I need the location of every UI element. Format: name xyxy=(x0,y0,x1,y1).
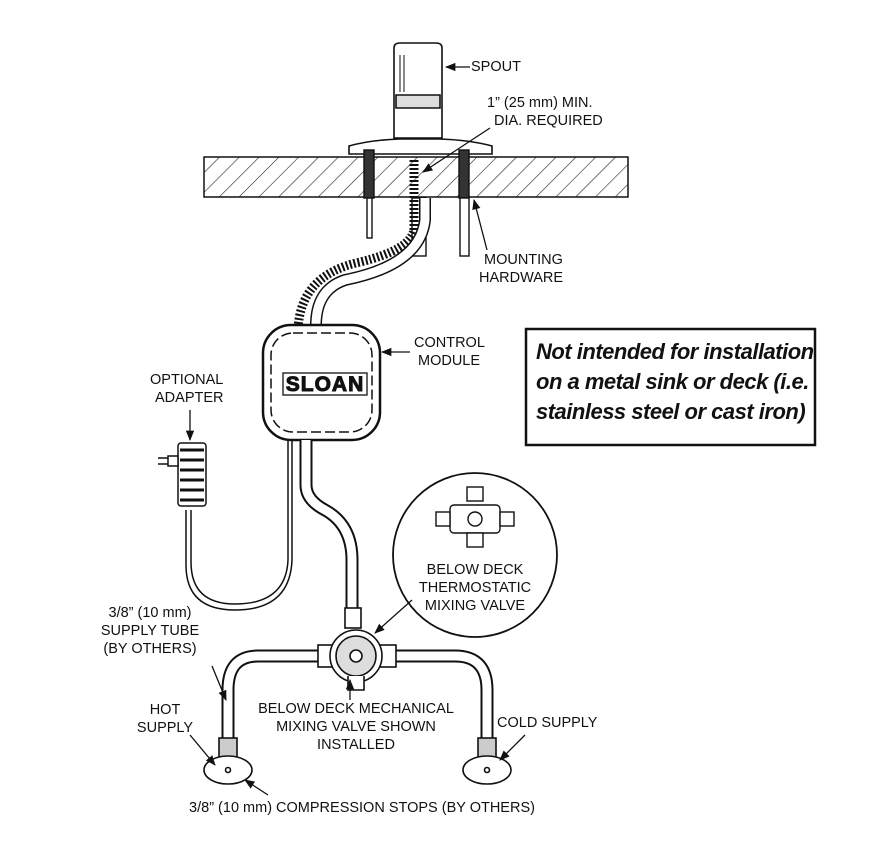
label-mech-1: BELOW DECK MECHANICAL xyxy=(258,701,454,717)
label-adapter-1: OPTIONAL xyxy=(150,372,223,388)
optional-adapter xyxy=(158,442,207,507)
sloan-logo: SLOAN xyxy=(286,373,365,396)
labels: SPOUT 1” (25 mm) MIN. DIA. REQUIRED MOUN… xyxy=(101,59,603,816)
flex-hose xyxy=(293,160,431,331)
supply-tubes xyxy=(221,649,494,740)
label-hot-1: HOT xyxy=(150,702,181,718)
note-line-2: on a metal sink or deck (i.e. xyxy=(536,369,809,394)
label-mech-2: MIXING VALVE SHOWN xyxy=(276,719,436,735)
label-stops: 3/8” (10 mm) COMPRESSION STOPS (BY OTHER… xyxy=(189,800,535,816)
spout xyxy=(348,42,493,155)
label-spout: SPOUT xyxy=(471,59,521,75)
label-thermo-2: THERMOSTATIC xyxy=(419,580,531,596)
warning-note: Not intended for installation on a metal… xyxy=(524,327,817,447)
label-tube-3: (BY OTHERS) xyxy=(103,641,196,657)
adapter-cord xyxy=(185,440,293,611)
label-thermo-1: BELOW DECK xyxy=(427,562,524,578)
label-mounting-1: MOUNTING xyxy=(484,252,563,268)
label-tube-2: SUPPLY TUBE xyxy=(101,623,200,639)
note-line-1: Not intended for installation xyxy=(536,339,814,364)
label-cold: COLD SUPPLY xyxy=(497,715,598,731)
label-min-dia-1: 1” (25 mm) MIN. xyxy=(487,95,593,111)
mechanical-mixing-valve xyxy=(317,607,397,691)
label-control-2: MODULE xyxy=(418,353,480,369)
label-hot-2: SUPPLY xyxy=(137,720,193,736)
compression-stops xyxy=(203,737,512,785)
label-adapter-2: ADAPTER xyxy=(155,390,224,406)
label-min-dia-2: DIA. REQUIRED xyxy=(494,113,603,129)
label-mounting-2: HARDWARE xyxy=(479,270,563,286)
supply-line xyxy=(299,440,359,612)
label-control-1: CONTROL xyxy=(414,335,485,351)
label-thermo-3: MIXING VALVE xyxy=(425,598,526,614)
thermostatic-valve-detail xyxy=(392,472,558,638)
note-line-3: stainless steel or cast iron) xyxy=(536,399,805,424)
control-module: SLOAN xyxy=(261,323,382,442)
label-tube-1: 3/8” (10 mm) xyxy=(109,605,192,621)
label-mech-3: INSTALLED xyxy=(317,737,395,753)
leader-arrows xyxy=(185,62,526,796)
